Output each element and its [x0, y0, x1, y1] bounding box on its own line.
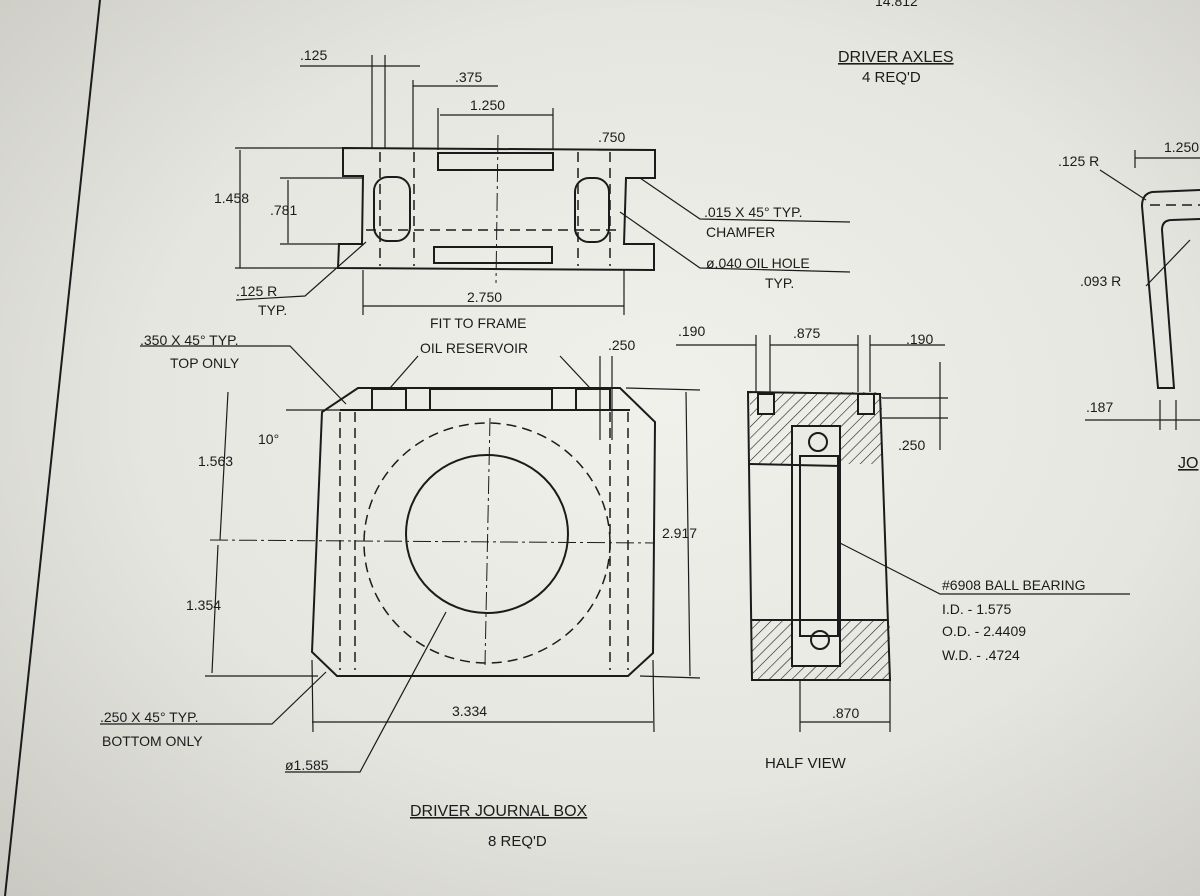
top-slot-lower: [433, 246, 553, 264]
half-view-label: HALF VIEW: [765, 755, 847, 772]
radius-label: .125 R: [236, 283, 277, 299]
reservoir-slot-center: [429, 388, 553, 411]
bearing-note-3: O.D. - 2.4409: [942, 623, 1026, 639]
half-view-section-line-top: [749, 463, 841, 467]
dim-750: .750: [598, 129, 625, 145]
ext-line-m: [652, 659, 655, 733]
half-view-bearing-outline: [791, 425, 841, 667]
dim-hv-875: .875: [793, 325, 820, 341]
oil-reservoir-label: OIL RESERVOIR: [420, 340, 528, 356]
dim-375: .375: [455, 69, 482, 85]
top-chamfer-note-1: .350 X 45° TYP.: [140, 332, 239, 348]
chamfer-note-2: CHAMFER: [706, 224, 775, 240]
half-view-slot-left: [758, 394, 774, 414]
right-dim-187: .187: [1086, 399, 1113, 415]
leader-bore: [285, 611, 447, 773]
right-radius-125: .125 R: [1058, 153, 1099, 169]
right-partial-part: .125 R 1.250 .093 R .187 JO: [1058, 139, 1200, 472]
leader-reservoir-right: [559, 355, 591, 389]
bottom-chamfer-note-1: .250 X 45° TYP.: [100, 709, 199, 725]
dim-line-1354: [211, 544, 219, 674]
journal-box-title: DRIVER JOURNAL BOX: [410, 803, 588, 820]
half-view-bearing-race: [799, 455, 839, 637]
reservoir-slot-left: [371, 388, 407, 411]
axles-qty: 4 REQ'D: [862, 69, 921, 86]
dim-1458: 1.458: [214, 190, 249, 206]
half-view-slot-right-outline: [857, 393, 875, 415]
leader-bottom-chamfer: [100, 671, 327, 725]
half-view: .190 .875 .190 .250 .870 HALF VIEW: [676, 323, 1130, 772]
ball-top: [808, 432, 828, 452]
top-chamfer-note-2: TOP ONLY: [170, 355, 240, 371]
dim-1563: 1.563: [198, 453, 233, 469]
dim-hv-870: .870: [832, 705, 859, 721]
dim-hv-190-left: .190: [678, 323, 705, 339]
bore-diameter: ø1.585: [285, 757, 329, 773]
leader-radius: [235, 241, 367, 301]
right-partial-title: JO: [1178, 455, 1198, 472]
dim-hv-250: .250: [898, 437, 925, 453]
top-view-outline: [336, 146, 656, 272]
dim-line-2917: [685, 391, 691, 677]
leader-top-chamfer: [140, 345, 347, 405]
right-leader-125: [1099, 169, 1147, 201]
oil-hole-left: [373, 176, 411, 242]
oil-hole-right: [574, 177, 610, 243]
dim-reservoir-250: .250: [608, 337, 635, 353]
top-view: .125 .375 1.250 .750 1.458 .781 .125 R T…: [214, 47, 851, 331]
dim-125: .125: [300, 47, 327, 63]
dim-2917: 2.917: [662, 525, 697, 541]
front-vertical-center-line: [484, 417, 491, 666]
ext-line-bottom-right: [639, 675, 701, 679]
right-radius-093: .093 R: [1080, 273, 1121, 289]
front-horizontal-center-line: [209, 539, 656, 544]
dim-781: .781: [270, 202, 297, 218]
half-view-slot-right: [858, 394, 874, 414]
bearing-note-2: I.D. - 1.575: [942, 601, 1011, 617]
ball-bottom: [810, 630, 830, 650]
top-cut-number: 14.812: [875, 0, 918, 9]
dim-2750: 2.750: [467, 289, 502, 305]
front-view-outline: [310, 387, 657, 677]
top-slot-upper: [437, 152, 554, 171]
top-center-line: [495, 134, 499, 284]
bore-circle: [405, 454, 569, 614]
front-view: .350 X 45° TYP. TOP ONLY OIL RESERVOIR .…: [100, 332, 701, 773]
sheet-border-line: [4, 0, 101, 896]
dim-hv-190-right: .190: [906, 331, 933, 347]
oil-hole-note-2: TYP.: [765, 275, 794, 291]
dim-line-1563: [219, 391, 229, 541]
leader-bearing: [837, 541, 1130, 595]
oil-hole-note-1: ø.040 OIL HOLE: [706, 255, 810, 271]
radius-typ: TYP.: [258, 302, 287, 318]
ext-line-l: [311, 659, 314, 733]
bearing-note-1: #6908 BALL BEARING: [942, 577, 1085, 593]
reservoir-slot-right: [575, 388, 611, 411]
right-leader-093: [1145, 239, 1191, 287]
chamfer-note-1: .015 X 45° TYP.: [704, 204, 803, 220]
ext-line-top-right: [625, 387, 701, 391]
bearing-note-4: W.D. - .4724: [942, 647, 1020, 663]
fit-to-frame-label: FIT TO FRAME: [430, 315, 526, 331]
right-dim-1250: 1.250: [1164, 139, 1199, 155]
leader-oil-hole: [619, 211, 851, 273]
angle-label: 10°: [258, 431, 279, 447]
leader-reservoir-left: [389, 355, 419, 389]
right-part-outer: [1140, 189, 1200, 389]
leader-chamfer: [639, 177, 851, 223]
half-view-slot-left-outline: [757, 393, 775, 415]
dim-1354: 1.354: [186, 597, 221, 613]
bottom-chamfer-note-2: BOTTOM ONLY: [102, 733, 203, 749]
dim-1250: 1.250: [470, 97, 505, 113]
journal-box-qty: 8 REQ'D: [488, 833, 547, 850]
dim-3334: 3.334: [452, 703, 487, 719]
axles-title: DRIVER AXLES: [838, 49, 954, 66]
